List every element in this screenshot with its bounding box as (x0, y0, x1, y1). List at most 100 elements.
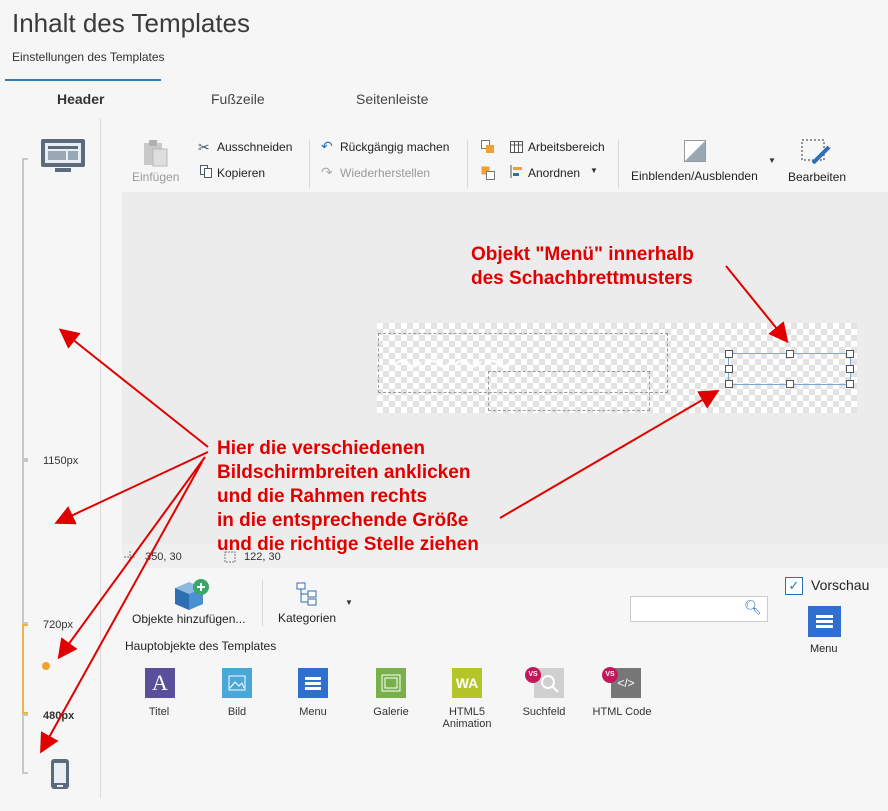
arrow-to-phone (40, 461, 203, 754)
resize-handle-s[interactable] (786, 380, 794, 388)
edit-icon (801, 139, 831, 167)
annotation-mid-line1: Hier die verschiedenen (217, 438, 426, 459)
breakpoint-range-tablet[interactable] (22, 460, 28, 624)
categories-dropdown-icon[interactable]: ▼ (345, 598, 353, 607)
arrow-to-tablet-range (54, 451, 209, 525)
arrow-to-active-breakpoint (57, 456, 206, 660)
page-subtitle: Einstellungen des Templates (12, 50, 165, 64)
edit-button[interactable]: Bearbeiten (788, 170, 847, 184)
object-label-menu: Menu (299, 706, 327, 718)
vs-badge-icon: VS (602, 667, 618, 683)
toolbar-separator (309, 140, 310, 188)
vs-badge-icon: VS (525, 667, 541, 683)
arrange-button[interactable]: Anordnen (528, 166, 581, 180)
copy-icon (200, 165, 212, 178)
add-objects-button[interactable]: Objekte hinzufügen... (132, 612, 246, 626)
object-label-html-code: HTML Code (592, 706, 652, 718)
workspace-icon (510, 140, 523, 153)
cut-button[interactable]: Ausschneiden (217, 140, 293, 154)
undo-button[interactable]: Rückgängig machen (340, 140, 450, 154)
tab-footer[interactable]: Fußzeile (211, 91, 265, 107)
resize-handle-sw[interactable] (725, 380, 733, 388)
active-breakpoint-dot (42, 662, 50, 670)
page-title: Inhalt des Templates (12, 8, 250, 38)
bring-front-icon[interactable] (481, 140, 495, 154)
send-back-icon[interactable] (481, 166, 495, 180)
resize-handle-ne[interactable] (846, 350, 854, 358)
categories-icon (296, 582, 318, 606)
resize-handle-n[interactable] (786, 350, 794, 358)
annotation-mid-line2: Bildschirmbreiten anklicken (217, 462, 471, 483)
status-bar (122, 544, 888, 568)
desktop-icon[interactable] (40, 138, 86, 174)
arrow-to-frame (499, 389, 720, 519)
resize-handle-se[interactable] (846, 380, 854, 388)
arrow-to-menu-object (725, 265, 789, 344)
html5-animation-object-icon[interactable]: WA (452, 668, 482, 698)
menu-object-selection[interactable] (725, 350, 854, 388)
logo-script-graphic: 〜〜〜〜 (390, 349, 510, 382)
resize-handle-nw[interactable] (725, 350, 733, 358)
copy-button[interactable]: Kopieren (217, 166, 266, 180)
toolbar-separator-2 (467, 140, 468, 188)
add-objects-icon (171, 578, 211, 612)
title-object-icon[interactable]: A (145, 668, 175, 698)
undo-icon: ↶ (321, 138, 333, 154)
breakpoint-range-mobile[interactable] (22, 714, 28, 774)
preview-item-label: Menu (810, 643, 838, 655)
scissors-icon: ✂ (198, 139, 210, 155)
annotation-top-line1: Objekt "Menü" innerhalb (471, 244, 694, 265)
paste-button[interactable]: Einfügen (132, 170, 180, 184)
phone-icon[interactable] (50, 758, 70, 790)
annotation-mid-line5: und die richtige Stelle ziehen (217, 534, 479, 555)
annotation-top-line2: des Schachbrettmusters (471, 268, 693, 289)
preview-checkbox[interactable]: ✓ (785, 577, 803, 595)
size-icon (224, 550, 236, 563)
tab-sidebar[interactable]: Seitenleiste (356, 91, 429, 107)
paste-icon (140, 138, 170, 168)
arrange-icon (510, 165, 523, 178)
workspace-button[interactable]: Arbeitsbereich (528, 140, 605, 154)
left-divider (100, 118, 101, 798)
logo-object-frame[interactable] (378, 333, 668, 393)
breakpoint-ruler (22, 158, 28, 774)
toolbar-separator-3 (618, 140, 619, 188)
categories-button[interactable]: Kategorien (278, 611, 337, 625)
position-readout: 350, 30 (145, 551, 182, 563)
panel-separator (262, 580, 263, 626)
slogan-object-frame[interactable] (488, 371, 650, 411)
object-label-title: Titel (148, 706, 170, 718)
show-hide-dropdown-icon[interactable]: ▼ (768, 156, 776, 165)
object-label-search: Suchfeld (522, 706, 566, 718)
redo-button[interactable]: Wiederherstellen (340, 166, 431, 180)
section-title: Hauptobjekte des Templates (125, 639, 277, 653)
breakpoint-label-720: 720px (43, 619, 73, 631)
object-label-image: Bild (227, 706, 247, 718)
object-search-input[interactable] (630, 596, 768, 622)
show-hide-button[interactable]: Einblenden/Ausblenden (631, 169, 758, 183)
object-label-gallery: Galerie (373, 706, 409, 718)
menu-object-icon[interactable] (298, 668, 328, 698)
tab-header[interactable]: Header (57, 91, 105, 107)
arrow-to-desktop-range (58, 328, 209, 448)
annotation-mid-line3: und die Rahmen rechts (217, 486, 428, 507)
breakpoint-label-1150: 1150px (43, 455, 79, 467)
resize-handle-w[interactable] (725, 365, 733, 373)
show-hide-icon (684, 140, 706, 162)
object-label-html5-animation: HTML5 Animation (442, 706, 492, 730)
annotation-mid-line4: in die entsprechende Größe (217, 510, 469, 531)
gallery-object-icon[interactable] (376, 668, 406, 698)
resize-handle-e[interactable] (846, 365, 854, 373)
preview-menu-icon (808, 606, 841, 637)
breakpoint-range-mobile-wide[interactable] (22, 624, 28, 714)
arrange-dropdown-icon[interactable]: ▼ (590, 166, 598, 175)
size-readout: 122, 30 (244, 551, 281, 563)
template-area-checkerboard[interactable] (377, 323, 857, 413)
breakpoint-range-desktop[interactable] (22, 158, 28, 460)
search-icon[interactable]: 🔍︎ (744, 599, 762, 615)
image-object-icon[interactable] (222, 668, 252, 698)
breakpoint-label-480: 480px (43, 710, 75, 722)
redo-icon: ↷ (321, 164, 333, 180)
subtitle-underline (5, 79, 161, 81)
